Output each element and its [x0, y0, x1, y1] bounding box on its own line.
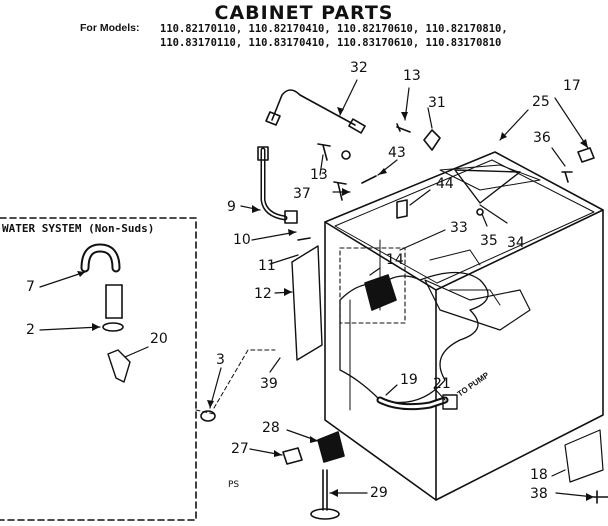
cabinet — [324, 151, 604, 501]
page-title: CABINET PARTS — [214, 2, 394, 24]
callout-7: 7 — [26, 279, 35, 295]
callout-34: 34 — [507, 235, 525, 251]
part-14-switch — [364, 274, 397, 311]
callout-13: 13 — [403, 68, 421, 84]
callout-17: 17 — [563, 78, 581, 94]
part-44-clip — [396, 199, 408, 219]
callout-9: 9 — [227, 199, 236, 215]
model-line: 110.83170110, 110.83170410, 110.83170610… — [160, 37, 502, 49]
models-label: For Models: — [80, 22, 140, 34]
inset-parts — [80, 243, 276, 422]
callout-11: 11 — [258, 258, 276, 274]
callout-37: 37 — [293, 186, 311, 202]
callout-43: 43 — [388, 145, 406, 161]
part-38-bolt — [593, 490, 608, 504]
reference-note: PS — [228, 480, 240, 490]
callout-19: 19 — [400, 372, 418, 388]
screws — [297, 123, 573, 241]
callout-38: 38 — [530, 486, 548, 502]
callout-39: 39 — [260, 376, 278, 392]
part-32-tube — [265, 89, 366, 160]
inset-border — [0, 217, 197, 521]
callout-32: 32 — [350, 60, 368, 76]
part-33-box — [339, 247, 406, 324]
arrowheads — [77, 107, 594, 501]
callout-12: 12 — [254, 286, 272, 302]
part-28-valve — [317, 431, 345, 463]
inset-title: WATER SYSTEM (Non-Suds) — [2, 222, 157, 235]
part-17 — [577, 147, 595, 163]
callout-33: 33 — [450, 220, 468, 236]
part-29-leg — [310, 469, 340, 520]
callout-13b: 13 — [310, 167, 328, 183]
part-44-bracket — [454, 169, 521, 204]
callout-20: 20 — [150, 331, 168, 347]
callout-14: 14 — [386, 252, 404, 268]
leader-lines — [39, 79, 595, 498]
callout-28: 28 — [262, 420, 280, 436]
part-9-hose — [257, 146, 298, 224]
callout-27: 27 — [231, 441, 249, 457]
callout-36: 36 — [533, 130, 551, 146]
model-list: 110.82170110, 110.82170410, 110.82170610… — [160, 22, 508, 50]
part-31-clip — [423, 129, 441, 151]
callout-21: 21 — [433, 376, 451, 392]
callout-10: 10 — [233, 232, 251, 248]
callout-25: 25 — [532, 94, 550, 110]
callout-35: 35 — [480, 233, 498, 249]
part-35-washer — [476, 208, 484, 216]
part-27-clip — [282, 447, 303, 465]
part-12-panel — [291, 245, 323, 361]
callout-2: 2 — [26, 322, 35, 338]
callout-29: 29 — [370, 485, 388, 501]
callout-18: 18 — [530, 467, 548, 483]
model-line: 110.82170110, 110.82170410, 110.82170610… — [160, 23, 508, 35]
part-19-hose — [376, 394, 458, 411]
callout-3: 3 — [216, 352, 225, 368]
callout-31: 31 — [428, 95, 446, 111]
callout-44: 44 — [436, 176, 454, 192]
